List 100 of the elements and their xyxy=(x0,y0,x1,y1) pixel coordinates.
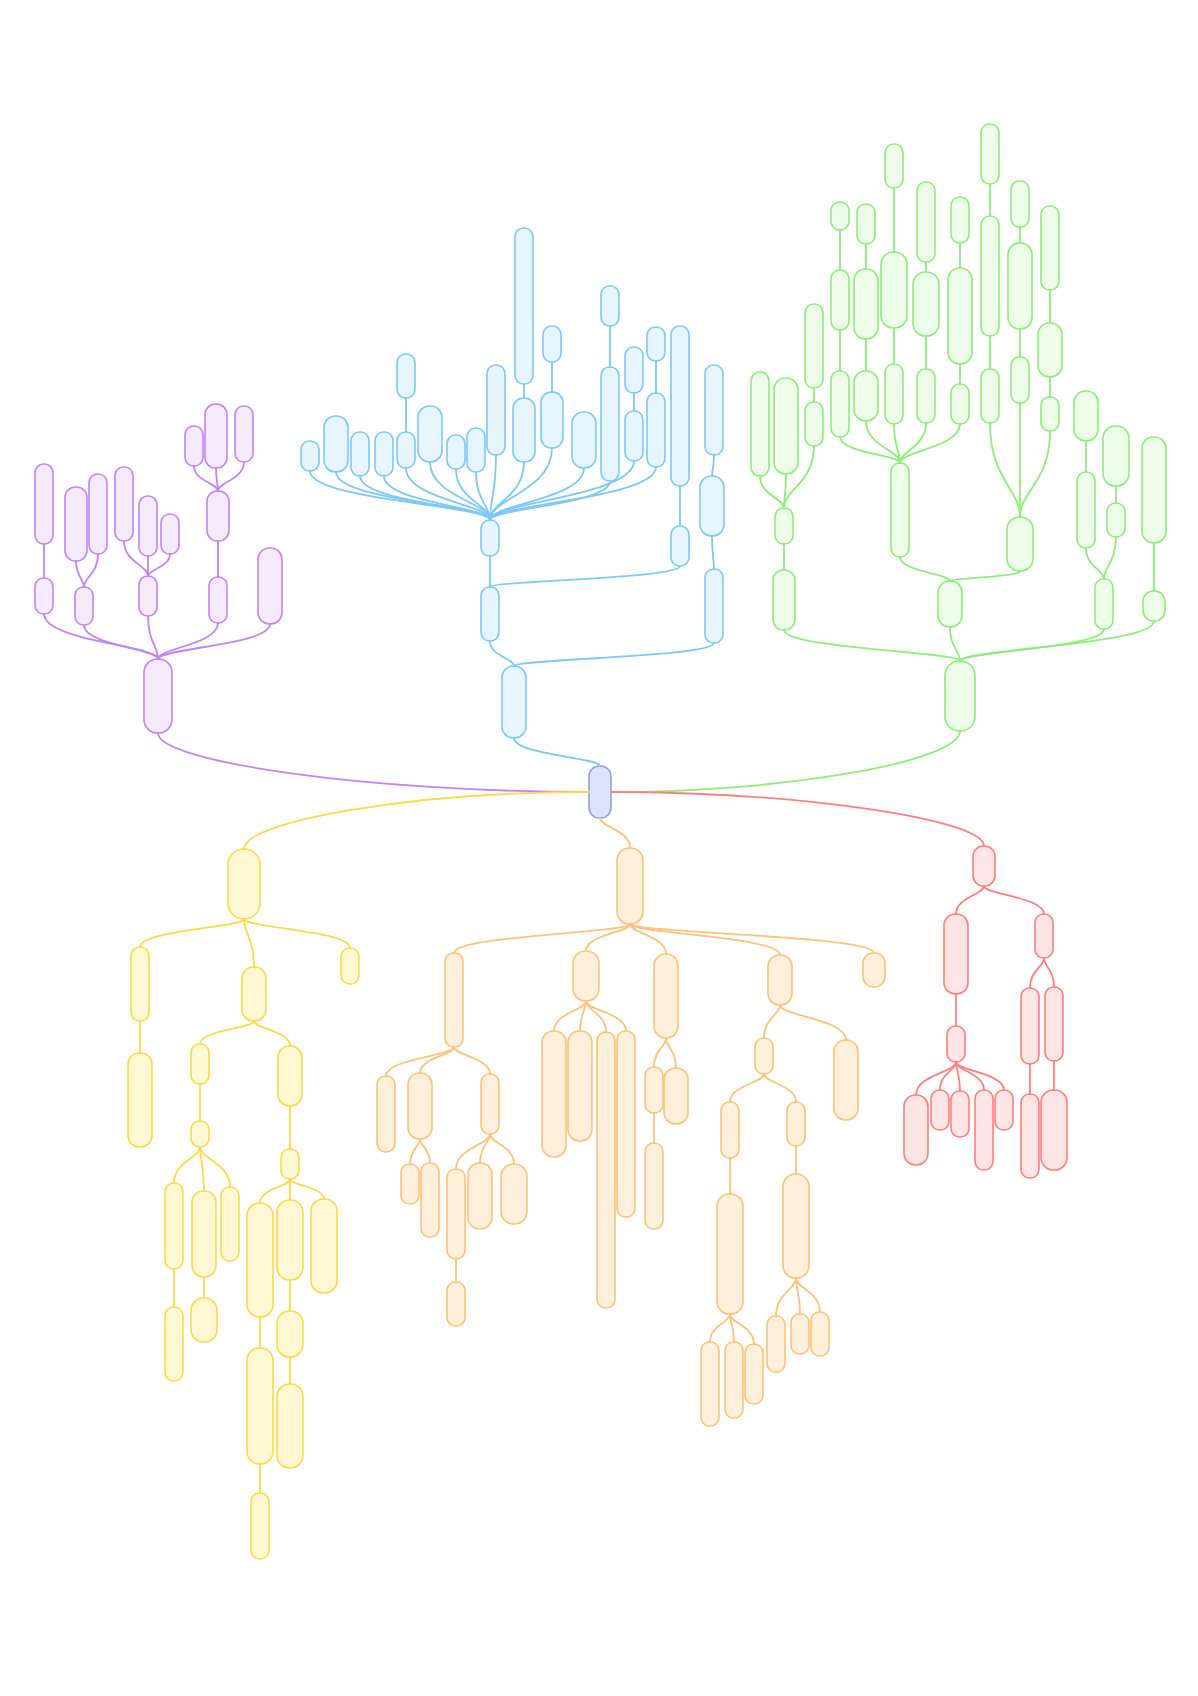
rounded-box xyxy=(227,848,261,920)
rounded-box xyxy=(190,1297,218,1343)
connector-line xyxy=(955,993,957,1027)
connector-line xyxy=(795,1145,797,1175)
connector-line xyxy=(139,1020,141,1054)
connector-line xyxy=(795,1277,801,1315)
rounded-box xyxy=(930,1089,950,1131)
connector-line xyxy=(759,475,785,509)
rounded-box xyxy=(766,1315,786,1373)
rounded-box xyxy=(420,1162,440,1238)
connector-line xyxy=(655,360,657,394)
connector-line xyxy=(489,555,491,588)
rounded-box xyxy=(830,370,850,438)
rounded-box xyxy=(767,954,793,1006)
connector-line xyxy=(455,1258,457,1283)
rounded-box xyxy=(127,1052,153,1148)
rounded-box xyxy=(937,580,963,628)
rounded-box xyxy=(947,267,973,365)
rounded-box xyxy=(480,586,500,642)
rounded-box xyxy=(862,952,886,988)
connector-line xyxy=(1085,440,1087,473)
connector-line xyxy=(309,470,491,521)
rounded-box xyxy=(754,1037,774,1075)
rounded-box xyxy=(204,403,228,469)
connector-line xyxy=(1053,1060,1055,1091)
rounded-box xyxy=(220,1186,240,1262)
connector-line xyxy=(83,624,159,660)
connector-line xyxy=(199,1146,231,1188)
connector-line xyxy=(949,570,1021,582)
connector-line xyxy=(955,1061,961,1092)
rounded-box xyxy=(164,1182,184,1270)
connector-line xyxy=(217,461,245,492)
connector-line xyxy=(199,1020,255,1045)
rounded-box xyxy=(1106,502,1126,538)
connector-line xyxy=(203,1276,205,1299)
connector-line xyxy=(925,335,927,370)
rounded-box xyxy=(143,658,173,734)
connector-line xyxy=(585,923,631,952)
rounded-box xyxy=(350,431,370,477)
connector-line xyxy=(893,423,901,464)
rounded-box xyxy=(716,1193,744,1315)
connector-line xyxy=(839,229,841,271)
rounded-box xyxy=(1142,590,1166,622)
connector-line xyxy=(1103,536,1117,580)
rounded-box xyxy=(1040,205,1060,291)
rounded-box xyxy=(480,1073,500,1135)
connector-line xyxy=(839,329,841,372)
connector-line xyxy=(479,1133,491,1164)
connector-line xyxy=(629,923,781,956)
rounded-box xyxy=(250,1492,270,1560)
rounded-box xyxy=(1020,1093,1040,1179)
rounded-box xyxy=(916,181,936,263)
rounded-box xyxy=(1040,396,1060,432)
rounded-box xyxy=(880,251,908,329)
connector-line xyxy=(653,1037,667,1068)
rounded-box xyxy=(772,569,796,631)
rounded-box xyxy=(804,401,824,447)
connector-line xyxy=(489,460,635,521)
rounded-box xyxy=(572,950,600,1002)
connector-line xyxy=(711,535,715,570)
rounded-box xyxy=(1034,913,1054,959)
connector-line xyxy=(193,465,219,492)
rounded-box xyxy=(1007,242,1033,330)
connector-line xyxy=(653,1112,655,1144)
rounded-box xyxy=(466,427,486,473)
rounded-box xyxy=(444,952,464,1048)
rounded-box xyxy=(567,1030,593,1142)
connector-line xyxy=(599,817,631,849)
rounded-box xyxy=(571,411,597,469)
connector-line xyxy=(419,1138,431,1164)
connector-line xyxy=(489,565,681,588)
central-box xyxy=(588,765,612,819)
connector-line xyxy=(243,918,351,949)
connector-line xyxy=(729,1313,755,1345)
connector-line xyxy=(385,1046,455,1077)
rounded-box xyxy=(774,507,794,545)
rounded-box xyxy=(1010,180,1030,228)
rounded-box xyxy=(1010,356,1030,404)
connector-line xyxy=(729,1313,735,1343)
rounded-box xyxy=(980,123,1000,185)
connector-line xyxy=(865,420,901,464)
connector-line xyxy=(865,243,867,270)
connector-line xyxy=(665,1037,677,1069)
rounded-box xyxy=(277,1045,303,1107)
rounded-box xyxy=(184,425,204,467)
rounded-box xyxy=(670,525,690,567)
connector-line xyxy=(157,623,271,660)
rounded-box xyxy=(786,1101,806,1147)
rounded-box xyxy=(407,1072,433,1140)
rounded-box xyxy=(903,1094,929,1166)
connector-line xyxy=(147,555,149,577)
rounded-box xyxy=(624,410,644,462)
connector-line xyxy=(959,628,1105,662)
rounded-box xyxy=(280,1148,300,1180)
rounded-box xyxy=(950,383,970,425)
rounded-box xyxy=(114,466,134,542)
rounded-box xyxy=(417,405,443,463)
connector-line xyxy=(259,1178,291,1204)
rounded-box xyxy=(943,913,969,995)
connector-line xyxy=(779,1004,847,1041)
